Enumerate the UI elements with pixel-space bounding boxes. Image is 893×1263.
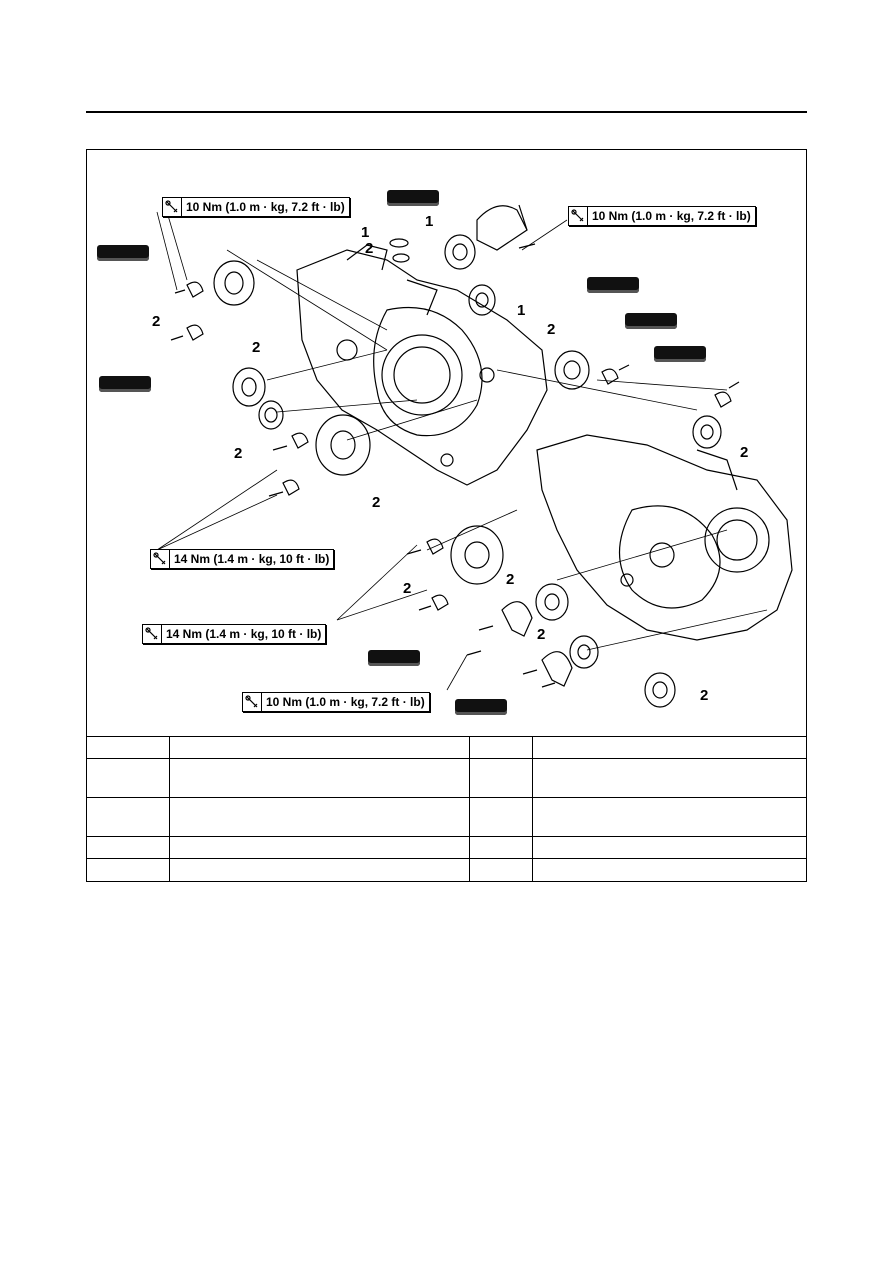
- torque-wrench-icon: [163, 198, 182, 216]
- table-row: [87, 797, 806, 837]
- table-cell: [532, 858, 806, 881]
- table-row: [87, 858, 806, 881]
- table-cell: [469, 858, 533, 881]
- lubricant-icon: [97, 245, 149, 261]
- table-cell: [87, 736, 170, 759]
- lubricant-icon: [368, 650, 420, 666]
- part-callout: 2: [700, 687, 709, 704]
- table-row: [87, 758, 806, 798]
- table-cell: [469, 836, 533, 859]
- torque-wrench-icon: [569, 207, 588, 225]
- part-callout: 1: [425, 213, 434, 230]
- part-callout: 1: [361, 224, 370, 241]
- table-row: [87, 836, 806, 859]
- part-callout: 1: [517, 302, 526, 319]
- diagram-frame: 10 Nm (1.0 m · kg, 7.2 ft · lb) 10 Nm (1…: [86, 149, 807, 882]
- torque-wrench-icon: [243, 693, 262, 711]
- torque-wrench-icon: [151, 550, 170, 568]
- header-rule: [86, 111, 807, 113]
- part-callout: 2: [547, 321, 556, 338]
- table-cell: [87, 797, 170, 837]
- part-callout: 2: [152, 313, 161, 330]
- lubricant-icon: [625, 313, 677, 329]
- part-callout: 2: [372, 494, 381, 511]
- lubricant-icon: [654, 346, 706, 362]
- table-cell: [169, 836, 470, 859]
- part-callout: 2: [234, 445, 243, 462]
- part-callout: 2: [740, 444, 749, 461]
- table-cell: [532, 736, 806, 759]
- table-cell: [87, 836, 170, 859]
- table-cell: [469, 758, 533, 798]
- torque-spec-label: 14 Nm (1.4 m · kg, 10 ft · lb): [142, 624, 327, 644]
- part-callout: 2: [403, 580, 412, 597]
- part-callout: 2: [537, 626, 546, 643]
- torque-spec-text: 10 Nm (1.0 m · kg, 7.2 ft · lb): [186, 200, 345, 214]
- table-cell: [469, 736, 533, 759]
- torque-wrench-icon: [143, 625, 162, 643]
- table-cell: [169, 797, 470, 837]
- parts-table: [87, 736, 806, 881]
- lubricant-icon: [99, 376, 151, 392]
- part-callout: 2: [506, 571, 515, 588]
- torque-spec-text: 10 Nm (1.0 m · kg, 7.2 ft · lb): [266, 695, 425, 709]
- retainers-and-screws: [170, 204, 740, 688]
- torque-spec-label: 10 Nm (1.0 m · kg, 7.2 ft · lb): [242, 692, 430, 712]
- torque-spec-label: 10 Nm (1.0 m · kg, 7.2 ft · lb): [568, 206, 756, 226]
- table-cell: [87, 858, 170, 881]
- leader-lines: [156, 211, 768, 691]
- table-cell: [532, 758, 806, 798]
- table-cell: [169, 758, 470, 798]
- bearings: [213, 234, 722, 708]
- table-cell: [532, 836, 806, 859]
- table-cell: [87, 758, 170, 798]
- right-crankcase-half: [536, 434, 793, 641]
- table-cell: [169, 736, 470, 759]
- table-cell: [532, 797, 806, 837]
- torque-spec-label: 14 Nm (1.4 m · kg, 10 ft · lb): [150, 549, 335, 569]
- lubricant-icon: [587, 277, 639, 293]
- crankcase-exploded-diagram: [156, 204, 793, 708]
- lubricant-icon: [455, 699, 507, 715]
- part-callout: 2: [365, 240, 374, 257]
- left-crankcase-half: [296, 244, 548, 486]
- table-row: [87, 736, 806, 759]
- torque-spec-text: 14 Nm (1.4 m · kg, 10 ft · lb): [166, 627, 322, 641]
- table-cell: [169, 858, 470, 881]
- part-callout: 2: [252, 339, 261, 356]
- torque-spec-text: 10 Nm (1.0 m · kg, 7.2 ft · lb): [592, 209, 751, 223]
- table-cell: [469, 797, 533, 837]
- torque-spec-label: 10 Nm (1.0 m · kg, 7.2 ft · lb): [162, 197, 350, 217]
- torque-spec-text: 14 Nm (1.4 m · kg, 10 ft · lb): [174, 552, 330, 566]
- lubricant-icon: [387, 190, 439, 206]
